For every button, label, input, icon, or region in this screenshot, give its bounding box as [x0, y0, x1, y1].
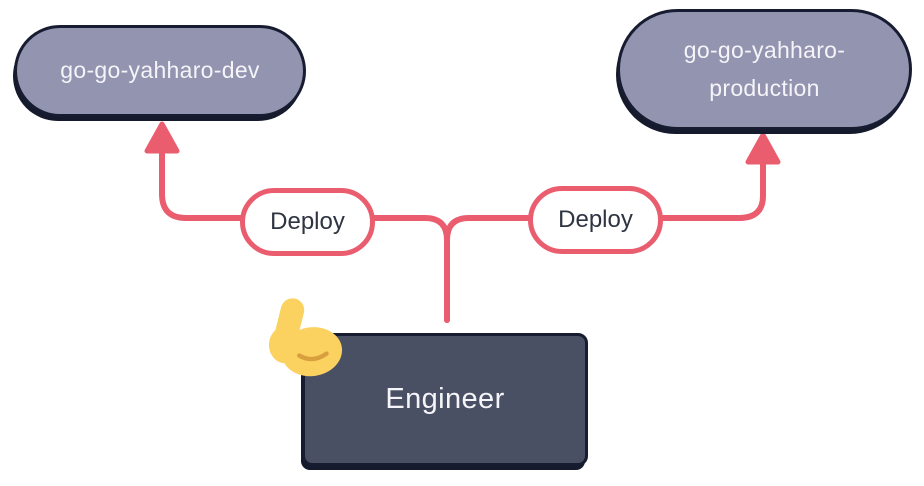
deploy-production-label: Deploy	[558, 206, 633, 233]
arrowhead-production-icon	[745, 132, 781, 165]
node-go-go-yahharo-production: go-go-yahharo-production	[617, 9, 912, 130]
deploy-dev-label: Deploy	[270, 208, 345, 235]
node-production-label: go-go-yahharo-production	[683, 36, 846, 101]
edge-label-deploy-dev: Deploy	[240, 188, 375, 256]
arrowhead-dev-icon	[144, 121, 180, 154]
node-go-go-yahharo-dev: go-go-yahharo-dev	[14, 25, 306, 117]
flexed-biceps-icon	[268, 298, 343, 377]
engineer-box: Engineer	[302, 333, 588, 466]
edge-label-deploy-production: Deploy	[528, 186, 663, 254]
node-dev-label: go-go-yahharo-dev	[60, 57, 260, 84]
engineer-label: Engineer	[385, 383, 505, 415]
